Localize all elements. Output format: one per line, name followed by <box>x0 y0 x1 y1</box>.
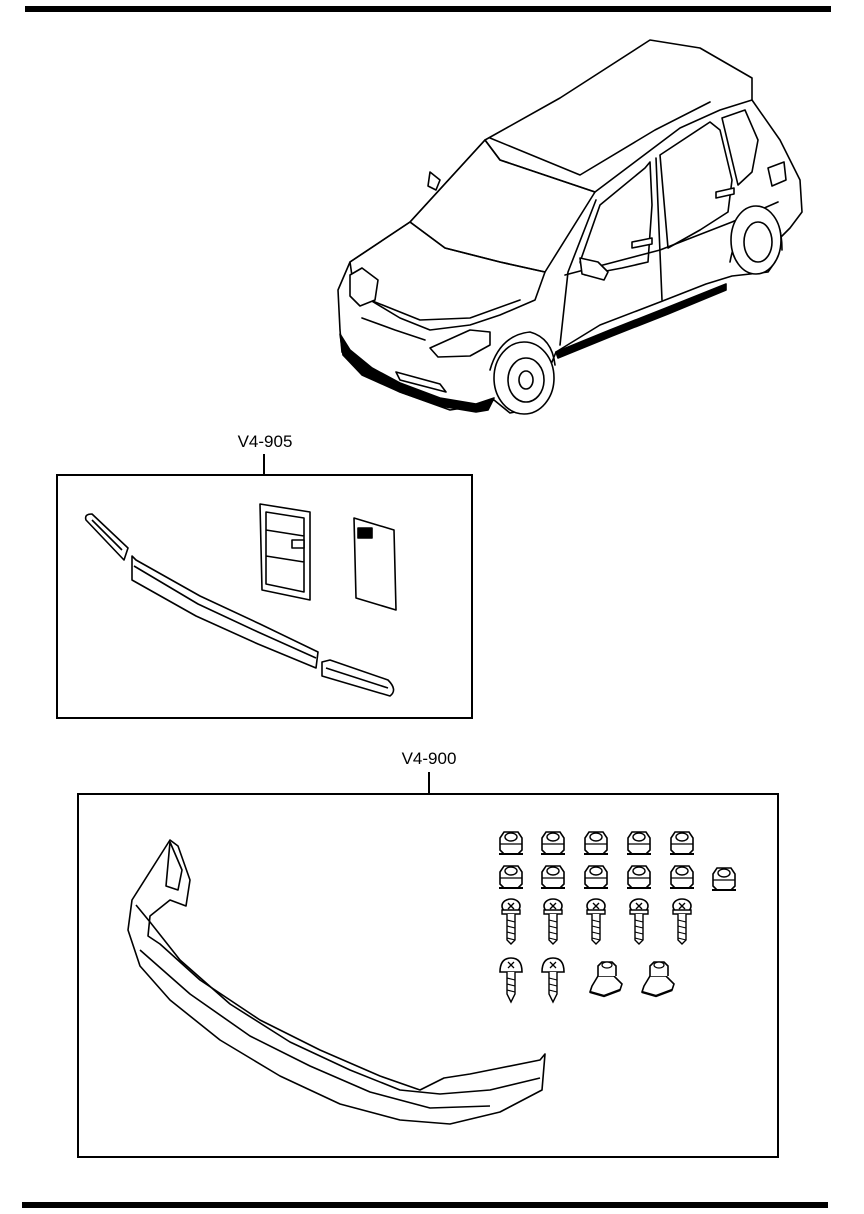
car-rear-door-line <box>655 157 663 301</box>
kit-v4-905: V4-905 <box>56 432 473 719</box>
bolt <box>672 898 692 945</box>
flange-nut <box>540 865 566 889</box>
flange-nut <box>626 831 652 855</box>
car-side-mirror <box>579 257 609 281</box>
car-fog-lamp-slot <box>395 371 447 393</box>
kit-code-label: V4-900 <box>402 749 457 768</box>
top-rule <box>25 6 831 12</box>
bolt <box>586 898 606 945</box>
fastener-set <box>498 831 737 1003</box>
instruction-sheet-logo <box>357 527 373 539</box>
flange-nut <box>583 831 609 855</box>
car-front-door-handle <box>631 237 653 249</box>
spoiler-end-bracket <box>165 841 183 891</box>
flange-nut <box>626 865 652 889</box>
flange-nut <box>669 865 695 889</box>
car-grille <box>361 317 426 341</box>
booklet-tab <box>291 539 305 549</box>
kit-code-label: V4-905 <box>238 432 293 451</box>
center-molding-edge <box>133 565 317 659</box>
flange-nut <box>540 831 566 855</box>
car-front-spoiler <box>339 333 495 413</box>
center-molding <box>131 555 319 669</box>
flange-nut <box>498 831 524 855</box>
bolt <box>629 898 649 945</box>
instruction-sheet <box>353 517 397 611</box>
kit-v4-900: V4-900 <box>77 749 779 1158</box>
bottom-rule <box>22 1202 828 1208</box>
booklet-inner <box>265 511 305 593</box>
flange-nut <box>711 867 737 891</box>
flange-nut <box>498 865 524 889</box>
car-rear-wheel <box>729 205 783 275</box>
car-side-skirt <box>555 283 727 359</box>
kit-box <box>56 474 473 719</box>
instruction-booklet <box>259 503 311 601</box>
kit-box <box>77 793 779 1158</box>
flange-nut <box>583 865 609 889</box>
car-left-headlight <box>349 267 379 307</box>
right-end-garnish-edge <box>325 667 389 689</box>
speed-nut-clip <box>640 960 676 998</box>
car-antenna <box>427 171 441 191</box>
speed-nut-clip <box>588 960 624 998</box>
car-illustration <box>337 39 803 415</box>
spoiler-lower-ridge <box>139 949 491 1109</box>
car-hood-crease <box>369 299 521 321</box>
left-end-garnish <box>84 513 129 561</box>
car-rear-lamp <box>767 161 787 187</box>
tapping-screw <box>541 957 565 1003</box>
front-spoiler-part <box>127 839 546 1125</box>
bolt <box>543 898 563 945</box>
left-end-garnish-edge <box>91 519 123 551</box>
bolt <box>501 898 521 945</box>
tapping-screw <box>499 957 523 1003</box>
car-quarter-window <box>721 109 759 186</box>
car-front-door-line <box>559 199 597 346</box>
car-front-wheel <box>489 331 556 415</box>
spoiler-top-ridge <box>135 904 541 1095</box>
car-roof-line <box>489 101 711 176</box>
flange-nut <box>669 831 695 855</box>
car-rear-door-handle <box>715 187 735 199</box>
car-right-headlight <box>429 329 491 358</box>
